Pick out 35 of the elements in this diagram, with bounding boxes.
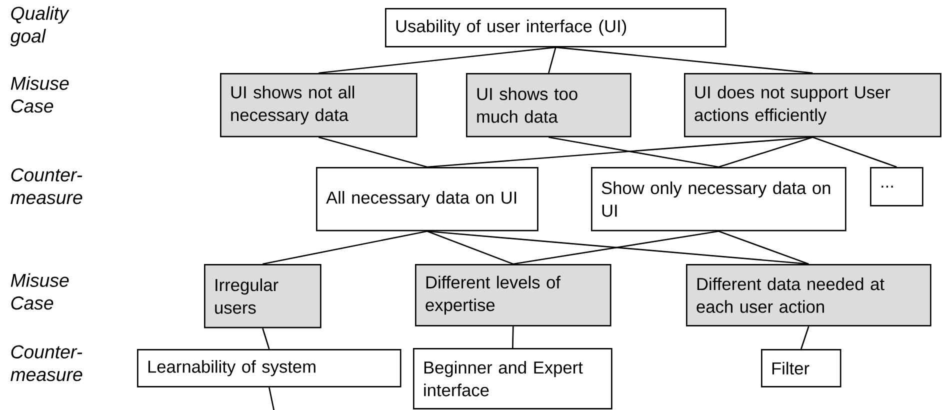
misuse-case-box: Irregular users (204, 264, 322, 328)
countermeasure-box: Beginner and Expert interface (413, 348, 612, 410)
connector-line (548, 136, 719, 168)
misuse-case-box: Different data needed at each user action (686, 264, 932, 326)
connector-line (718, 230, 809, 265)
connector-line (318, 136, 428, 168)
connector-line (556, 46, 813, 74)
connector-line (427, 230, 809, 265)
connector-line (548, 47, 556, 74)
row-label: Misuse Case (10, 76, 69, 113)
connector-line (262, 230, 428, 265)
misuse-case-box: UI shows too much data (466, 73, 632, 138)
countermeasure-box: Show only necessary data on UI (591, 167, 846, 232)
connector-line (427, 136, 813, 168)
countermeasure-box: Learnability of system (137, 349, 402, 388)
row-label: Counter- measure (10, 345, 82, 382)
misuse-case-box: UI does not support User actions efficiently (684, 73, 942, 138)
connector-line (426, 230, 514, 265)
connector-line (718, 136, 813, 168)
connector-line (318, 46, 556, 74)
connector-line (268, 387, 275, 410)
row-label: Quality goal (10, 6, 70, 46)
goal-box: Usability of user interface (UI) (385, 8, 726, 48)
connector-line (800, 326, 810, 350)
misuse-case-box: UI shows not all necessary data (220, 73, 418, 138)
misuse-case-box: Different levels of expertise (415, 264, 612, 326)
row-label: Misuse Case (10, 273, 69, 310)
connector-line (513, 230, 719, 265)
connector-line (262, 328, 270, 350)
connector-line (812, 136, 897, 168)
countermeasure-box: ... (870, 167, 924, 206)
connector-line (512, 326, 514, 348)
countermeasure-box: All necessary data on UI (316, 167, 538, 232)
countermeasure-box: Filter (761, 349, 842, 388)
row-label: Counter- measure (10, 168, 82, 204)
